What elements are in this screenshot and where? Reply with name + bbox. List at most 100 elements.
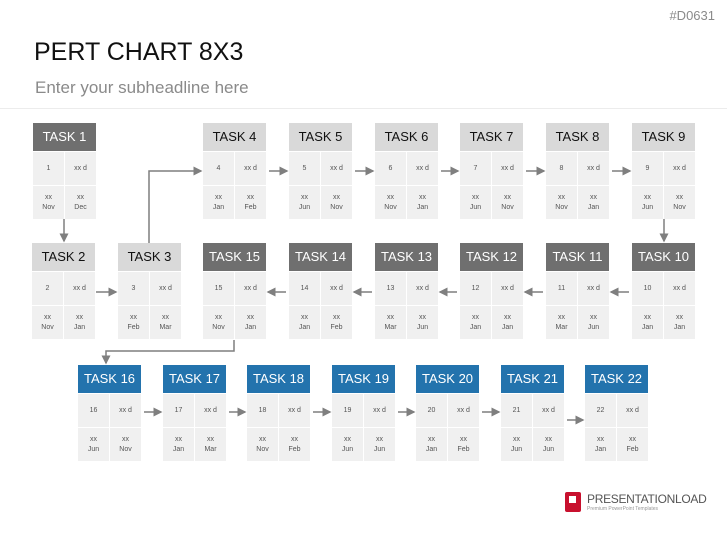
task-end: xx Jun [407,306,438,339]
task-end: xx Jun [578,306,609,339]
task-node[interactable]: TASK 7 7 xx d xx Jun xx Nov [460,123,523,219]
task-duration: xx d [617,394,648,427]
task-number: 14 [289,272,320,305]
task-node[interactable]: TASK 12 12 xx d xx Jan xx Jan [460,243,523,339]
task-node[interactable]: TASK 3 3 xx d xx Feb xx Mar [118,243,181,339]
task-node[interactable]: TASK 16 16 xx d xx Jun xx Nov [78,365,141,461]
task-duration: xx d [321,152,352,185]
slide-code: #D0631 [669,8,715,23]
task-end: xx Feb [235,186,266,219]
task-start: xx Feb [118,306,149,339]
task-end: xx Jun [364,428,395,461]
task-number: 15 [203,272,234,305]
task-header: TASK 11 [546,243,609,271]
task-duration: xx d [578,152,609,185]
task-node[interactable]: TASK 19 19 xx d xx Jun xx Jun [332,365,395,461]
task-number: 5 [289,152,320,185]
task-number: 11 [546,272,577,305]
divider [0,108,727,109]
task-start: xx Jan [203,186,234,219]
task-node[interactable]: TASK 8 8 xx d xx Nov xx Jan [546,123,609,219]
task-duration: xx d [110,394,141,427]
task-header: TASK 3 [118,243,181,271]
task-header: TASK 1 [33,123,96,151]
task-duration: xx d [664,152,695,185]
task-start: xx Jan [460,306,491,339]
task-node[interactable]: TASK 6 6 xx d xx Nov xx Jan [375,123,438,219]
task-number: 4 [203,152,234,185]
task-duration: xx d [578,272,609,305]
task-header: TASK 13 [375,243,438,271]
task-header: TASK 18 [247,365,310,393]
task-duration: xx d [235,152,266,185]
task-end: xx Jan [64,306,95,339]
task-number: 7 [460,152,491,185]
task-start: xx Nov [247,428,278,461]
task-node[interactable]: TASK 4 4 xx d xx Jan xx Feb [203,123,266,219]
task-header: TASK 2 [32,243,95,271]
task-number: 2 [32,272,63,305]
task-start: xx Jun [460,186,491,219]
task-header: TASK 20 [416,365,479,393]
task-start: xx Mar [375,306,406,339]
task-header: TASK 14 [289,243,352,271]
task-start: xx Nov [33,186,64,219]
task-end: xx Jan [664,306,695,339]
task-number: 1 [33,152,64,185]
task-duration: xx d [364,394,395,427]
task-header: TASK 15 [203,243,266,271]
task-end: xx Nov [664,186,695,219]
task-number: 21 [501,394,532,427]
task-end: xx Feb [279,428,310,461]
task-node[interactable]: TASK 9 9 xx d xx Jun xx Nov [632,123,695,219]
task-end: xx Feb [321,306,352,339]
task-duration: xx d [235,272,266,305]
task-start: xx Jun [78,428,109,461]
task-duration: xx d [664,272,695,305]
task-duration: xx d [407,272,438,305]
task-node[interactable]: TASK 21 21 xx d xx Jun xx Jun [501,365,564,461]
task-node[interactable]: TASK 11 11 xx d xx Mar xx Jun [546,243,609,339]
task-node[interactable]: TASK 13 13 xx d xx Mar xx Jun [375,243,438,339]
task-header: TASK 21 [501,365,564,393]
task-node[interactable]: TASK 1 1 xx d xx Nov xx Dec [33,123,96,219]
task-node[interactable]: TASK 20 20 xx d xx Jan xx Feb [416,365,479,461]
task-node[interactable]: TASK 18 18 xx d xx Nov xx Feb [247,365,310,461]
task-number: 22 [585,394,616,427]
task-node[interactable]: TASK 22 22 xx d xx Jan xx Feb [585,365,648,461]
task-start: xx Jun [632,186,663,219]
task-end: xx Dec [65,186,96,219]
task-node[interactable]: TASK 10 10 xx d xx Jan xx Jan [632,243,695,339]
task-end: xx Nov [110,428,141,461]
task-node[interactable]: TASK 5 5 xx d xx Jun xx Nov [289,123,352,219]
task-end: xx Jan [407,186,438,219]
task-start: xx Mar [546,306,577,339]
task-header: TASK 10 [632,243,695,271]
task-start: xx Nov [375,186,406,219]
task-start: xx Nov [546,186,577,219]
task-node[interactable]: TASK 14 14 xx d xx Jan xx Feb [289,243,352,339]
task-duration: xx d [321,272,352,305]
task-number: 8 [546,152,577,185]
task-duration: xx d [448,394,479,427]
presentationload-logo: PRESENTATIONLOAD Premium PowerPoint Temp… [565,492,707,512]
task-end: xx Nov [492,186,523,219]
task-start: xx Jan [632,306,663,339]
task-node[interactable]: TASK 15 15 xx d xx Nov xx Jan [203,243,266,339]
task-end: xx Feb [448,428,479,461]
task-start: xx Jan [416,428,447,461]
task-number: 16 [78,394,109,427]
task-header: TASK 7 [460,123,523,151]
task-end: xx Mar [195,428,226,461]
task-duration: xx d [533,394,564,427]
task-node[interactable]: TASK 17 17 xx d xx Jan xx Mar [163,365,226,461]
task-number: 9 [632,152,663,185]
task-number: 20 [416,394,447,427]
task-node[interactable]: TASK 2 2 xx d xx Nov xx Jan [32,243,95,339]
task-start: xx Nov [203,306,234,339]
task-number: 19 [332,394,363,427]
task-end: xx Feb [617,428,648,461]
task-number: 13 [375,272,406,305]
task-number: 12 [460,272,491,305]
